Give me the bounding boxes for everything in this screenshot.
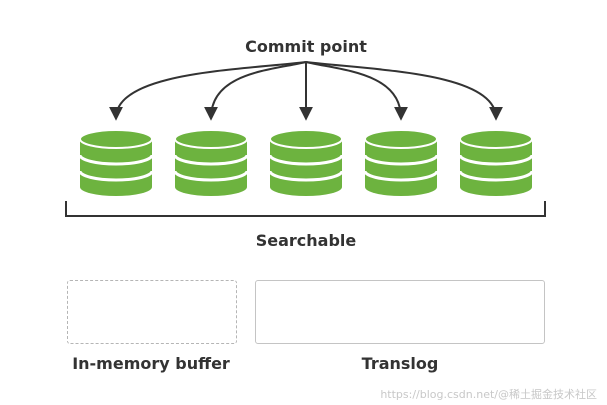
watermark: https://blog.csdn.net/@稀土掘金技术社区 bbox=[380, 388, 597, 401]
segment-1 bbox=[78, 129, 154, 196]
in-memory-buffer-label: In-memory buffer bbox=[72, 354, 230, 373]
translog-box bbox=[255, 280, 545, 344]
commit-arrow-5 bbox=[305, 61, 503, 121]
segment-2 bbox=[173, 129, 249, 196]
searchable-label: Searchable bbox=[255, 231, 357, 250]
segment-4 bbox=[363, 129, 439, 196]
commit-point-label: Commit point bbox=[245, 37, 367, 56]
commit-arrow-4 bbox=[305, 61, 408, 121]
in-memory-buffer-box bbox=[67, 280, 237, 344]
segment-5 bbox=[458, 129, 534, 196]
translog-label: Translog bbox=[361, 354, 439, 373]
segment-3 bbox=[268, 129, 344, 196]
commit-arrow-2 bbox=[204, 61, 307, 121]
searchable-bracket bbox=[65, 201, 546, 217]
segments-group bbox=[78, 129, 534, 196]
commit-arrows bbox=[109, 61, 503, 121]
commit-arrow-1 bbox=[109, 61, 307, 121]
